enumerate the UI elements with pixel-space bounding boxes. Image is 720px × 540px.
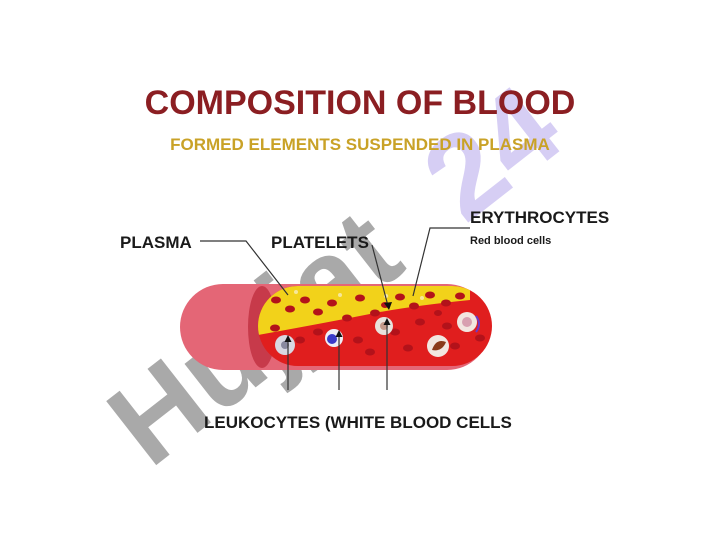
label-erythrocytes-sub: Red blood cells [470,235,552,247]
label-leukocytes: LEUKOCYTES (WHITE BLOOD CELLS [204,413,512,432]
callout-platelets [371,244,389,307]
red-blood-cells [270,291,485,356]
callout-lines [200,227,470,390]
callout-arrowheads [284,302,392,342]
label-platelets: PLATELETS [271,233,369,252]
page-title: COMPOSITION OF BLOOD [144,84,576,122]
callout-erythrocytes [412,227,470,297]
label-erythrocytes: ERYTHROCYTES [470,208,610,227]
label-plasma: PLASMA [120,233,192,252]
plasma-layer [258,286,470,335]
page-subtitle: FORMED ELEMENTS SUSPENDED IN PLASMA [170,135,550,154]
callout-plasma [200,240,289,296]
